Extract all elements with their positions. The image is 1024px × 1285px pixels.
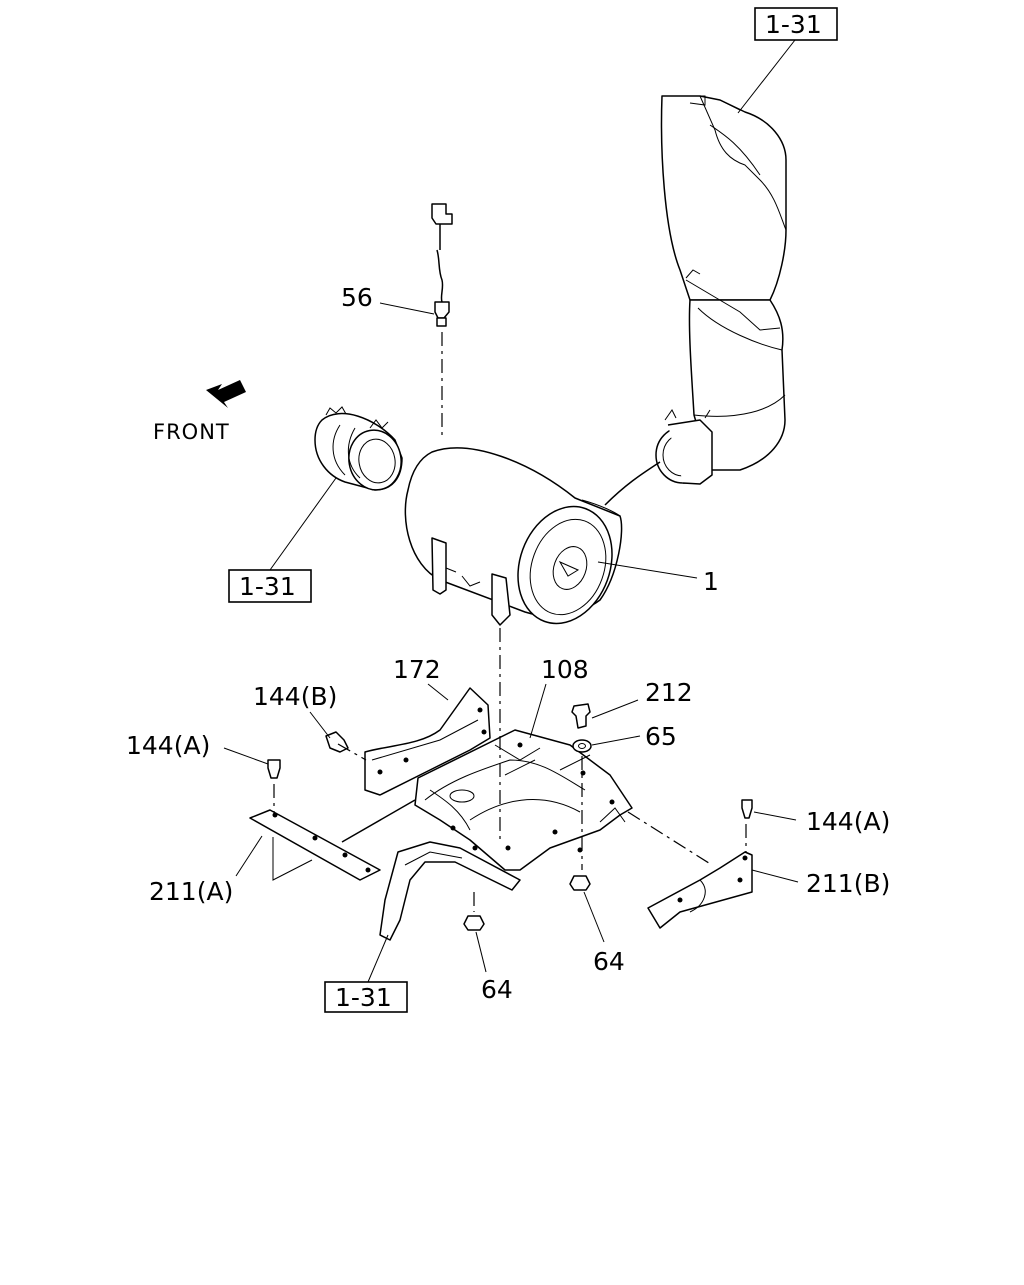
intake-duct: [604, 95, 787, 506]
inlet-hose-clamp: [314, 406, 403, 491]
part-label-56: 56: [341, 283, 373, 312]
part-label-64-center: 64: [481, 975, 513, 1004]
clip-144a-left: [267, 759, 281, 779]
ref-label-left: 1-31: [239, 572, 296, 601]
nut-64-right: [569, 875, 591, 891]
clip-144a-right: [741, 799, 753, 819]
leader-lines: [223, 39, 799, 983]
ref-box-top-right: [754, 7, 838, 41]
ref-label-top-right: 1-31: [765, 10, 822, 39]
ref-label-bottom: 1-31: [335, 983, 392, 1012]
bolt-144b: [325, 731, 349, 753]
part-label-211b: 211(B): [806, 869, 890, 898]
part-label-144b: 144(B): [253, 682, 337, 711]
center-lines: [273, 628, 747, 912]
restriction-sensor: [431, 203, 453, 440]
front-label: FRONT: [153, 420, 230, 444]
plate-211b: [647, 851, 753, 929]
part-label-172: 172: [393, 655, 441, 684]
washer-65: [572, 739, 592, 753]
part-label-65: 65: [645, 722, 677, 751]
part-label-1: 1: [703, 567, 719, 596]
bolt-212: [571, 703, 591, 729]
front-arrow-icon: [206, 380, 246, 408]
part-label-64-right: 64: [593, 947, 625, 976]
lower-heat-shield: [379, 841, 521, 941]
plate-211a: [249, 809, 381, 881]
ref-box-left: [228, 569, 312, 603]
mounting-bracket: [414, 729, 633, 871]
part-label-108: 108: [541, 655, 589, 684]
ref-box-bottom: [324, 981, 408, 1013]
part-label-211a: 211(A): [149, 877, 233, 906]
air-cleaner-body: [404, 447, 623, 626]
nut-64-center: [463, 915, 485, 931]
part-label-144a-left: 144(A): [126, 731, 210, 760]
part-label-144a-right: 144(A): [806, 807, 890, 836]
part-label-212: 212: [645, 678, 693, 707]
side-bracket: [364, 687, 491, 796]
